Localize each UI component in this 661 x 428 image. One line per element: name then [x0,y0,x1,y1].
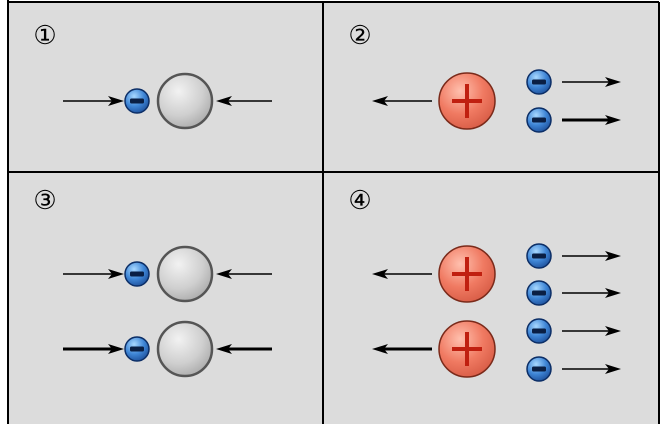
panel4-electron-2 [526,280,552,306]
panel4-arrow-left-1 [372,269,432,279]
panel3-electron-1 [124,261,150,287]
panel1-arrow-in-right [216,96,272,106]
panel-3 [8,172,323,424]
panel2-arrow-left [372,96,432,106]
panel2-electron-2 [526,107,552,133]
panel3-neutral-atom-1 [156,245,214,303]
panel4-electron-3 [526,318,552,344]
panel3-neutral-atom-2 [156,320,214,378]
panel3-arrow-in-right-1 [216,269,272,279]
panels-layer [7,0,660,424]
panel-label-3: ③ [33,186,57,216]
panel4-arrow-electron-1 [562,251,621,261]
panel4-positive-atom-2 [438,320,496,378]
panel-label-2: ② [348,21,372,51]
panel4-electron-1 [526,243,552,269]
panel3-arrow-in-right-2 [216,344,272,354]
panel2-arrow-electron-2 [562,115,621,125]
panel4-arrow-electron-4 [562,364,621,374]
panel3-arrow-in-left-2 [63,344,124,354]
panel4-electron-4 [526,356,552,382]
panel-label-1: ① [33,21,57,51]
diagram-content [63,69,621,382]
panel1-neutral-atom [156,72,214,130]
panel4-arrow-electron-2 [562,288,621,298]
panel4-arrow-left-2 [372,344,432,354]
panel4-positive-atom-1 [438,245,496,303]
panel2-electron-1 [526,69,552,95]
panel3-arrow-in-left-1 [63,269,124,279]
panel1-electron [124,88,150,114]
panel2-positive-atom [438,72,496,130]
panel2-arrow-electron-1 [562,77,621,87]
panel3-electron-2 [124,336,150,362]
panel-4 [323,172,659,424]
panel1-arrow-in-left [63,96,124,106]
panel-label-4: ④ [348,186,372,216]
panel4-arrow-electron-3 [562,326,621,336]
